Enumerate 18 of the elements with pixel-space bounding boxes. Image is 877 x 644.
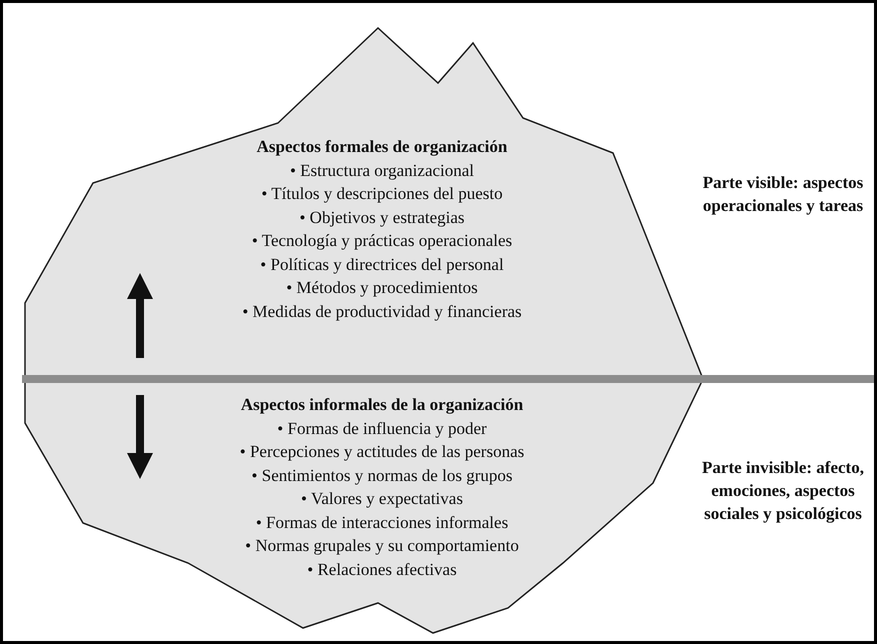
section-heading: Aspectos formales de organización bbox=[256, 137, 508, 156]
list-item: • Normas grupales y su comportamiento bbox=[245, 536, 519, 555]
section-heading: Aspectos informales de la organización bbox=[240, 395, 524, 414]
list-item: • Sentimientos y normas de los grupos bbox=[252, 466, 512, 484]
list-item: • Políticas y directrices del personal bbox=[260, 254, 504, 274]
list-item: • Relaciones afectivas bbox=[307, 560, 457, 578]
side-note: Parte invisible: afecto, emociones, aspectos sociales y psicológicos bbox=[701, 457, 865, 525]
list-item: • Percepciones y actitudes de las personas bbox=[240, 442, 524, 461]
list-item: • Objetivos y estrategias bbox=[299, 208, 465, 226]
list-item: • Valores y expectativas bbox=[301, 489, 463, 508]
list-item: • Medidas de productividad y financieras bbox=[242, 302, 522, 320]
list-item: • Formas de influencia y poder bbox=[277, 418, 487, 438]
list-item: • Formas de interacciones informales bbox=[256, 512, 508, 532]
list-item: • Métodos y procedimientos bbox=[286, 278, 478, 297]
list-item: • Títulos y descripciones del puesto bbox=[261, 184, 503, 203]
list-item: • Estructura organizacional bbox=[290, 160, 474, 180]
side-note: Parte visible: aspectos operacionales y tareas bbox=[702, 172, 864, 217]
list-item: • Tecnología y prácticas operacionales bbox=[252, 231, 512, 250]
